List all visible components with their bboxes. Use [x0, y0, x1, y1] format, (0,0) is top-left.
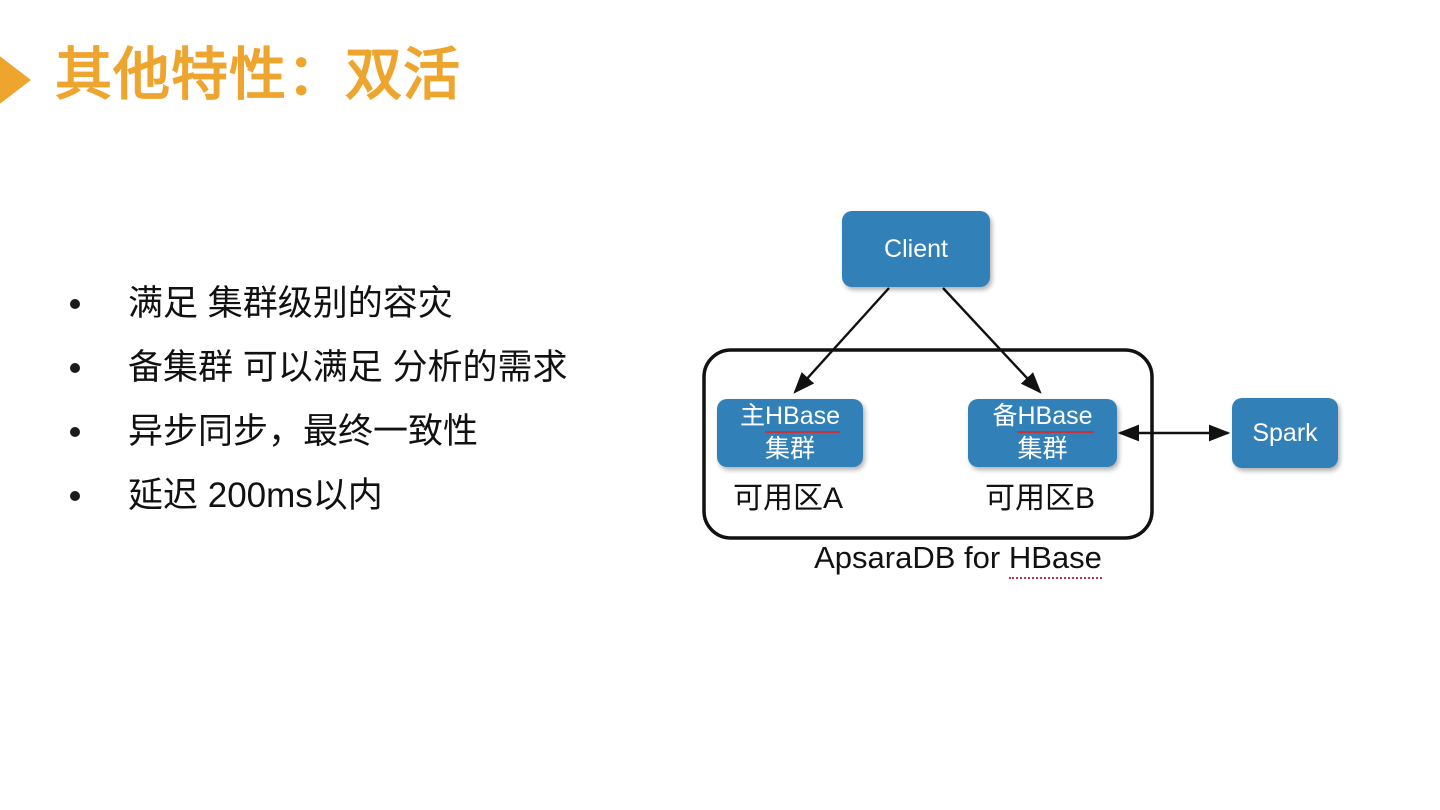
architecture-diagram: Client 主HBase 集群 备HBase 集群 Spark 可用区A 可用… — [690, 190, 1380, 600]
bullet-dot-icon — [70, 299, 80, 309]
node-client-label: Client — [884, 234, 948, 263]
bullet-list: 满足 集群级别的容灾 备集群 可以满足 分析的需求 异步同步，最终一致性 延迟 … — [62, 272, 682, 528]
node-standby-hbase-line1: 备HBase — [992, 400, 1093, 433]
bullet-text: 满足 集群级别的容灾 — [128, 283, 453, 323]
node-spark[interactable]: Spark — [1232, 398, 1338, 468]
node-standby-hbase-cluster[interactable]: 备HBase 集群 — [968, 399, 1117, 467]
bullet-dot-icon — [70, 363, 80, 373]
arrow-client-to-standby — [942, 287, 1042, 394]
page-title: 其他特性：双活 — [55, 43, 461, 107]
node-primary-hbase-cluster[interactable]: 主HBase 集群 — [717, 399, 863, 467]
region-caption-prefix: ApsaraDB for — [814, 540, 1009, 575]
node-primary-hbase-line2: 集群 — [764, 435, 815, 463]
node-primary-hbase-line1: 主HBase — [740, 400, 841, 433]
bullet-text: 备集群 可以满足 分析的需求 — [128, 347, 568, 387]
bullet-text: 异步同步，最终一致性 — [128, 411, 479, 451]
node-standby-hbase-line2: 集群 — [1017, 435, 1068, 463]
bullet-dot-icon — [70, 491, 80, 501]
bullet-dot-icon — [70, 427, 80, 437]
node-spark-label: Spark — [1252, 418, 1318, 447]
region-caption: ApsaraDB for HBase — [768, 540, 1148, 579]
list-item: 备集群 可以满足 分析的需求 — [62, 336, 682, 400]
list-item: 异步同步，最终一致性 — [62, 400, 682, 464]
node-standby-hbase-prefix: 备HBase — [992, 402, 1093, 433]
diagram-connectors — [702, 287, 1231, 540]
node-client[interactable]: Client — [842, 211, 990, 287]
list-item: 延迟 200ms以内 — [62, 464, 682, 528]
list-item: 满足 集群级别的容灾 — [62, 272, 682, 336]
apsaradb-region-container — [702, 348, 1154, 540]
region-caption-product: HBase — [1008, 540, 1102, 579]
title-triangle-icon — [0, 54, 31, 106]
node-primary-hbase-prefix: 主HBase — [740, 402, 841, 433]
zone-label-a: 可用区A — [733, 482, 844, 515]
bullet-text: 延迟 200ms以内 — [128, 475, 383, 515]
arrow-client-to-primary — [793, 287, 890, 394]
zone-label-b: 可用区B — [985, 482, 1096, 515]
